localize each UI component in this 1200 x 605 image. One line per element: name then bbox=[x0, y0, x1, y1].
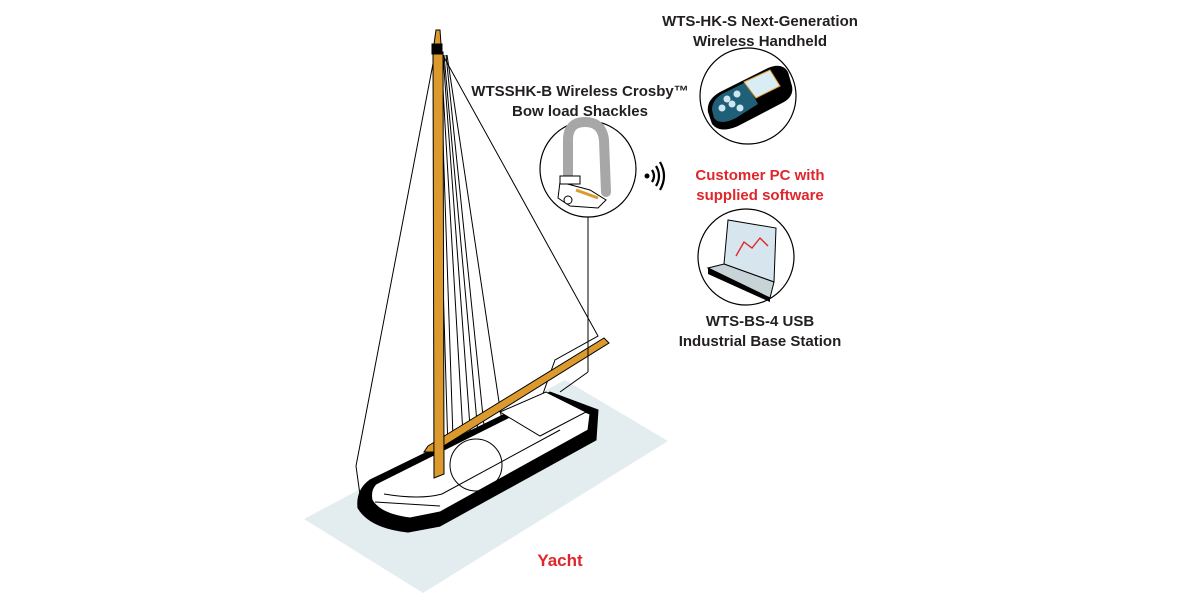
wireless-handheld-icon bbox=[699, 47, 797, 145]
rigging-line bbox=[442, 54, 475, 483]
handheld-label-line1: WTS-HK-S Next-Generation bbox=[662, 13, 858, 30]
rigging-line bbox=[446, 54, 509, 463]
rigging-line bbox=[445, 54, 490, 476]
bow-rail bbox=[374, 501, 441, 507]
base-station-label-line2: Industrial Base Station bbox=[678, 333, 842, 350]
bow-shackle-icon bbox=[539, 116, 637, 218]
sailing-yacht-illustration bbox=[355, 29, 610, 533]
base-station-label: WTS-BS-4 USB Industrial Base Station bbox=[650, 312, 870, 352]
customer-pc-label-line1: Customer PC with bbox=[695, 167, 825, 184]
yacht-label: Yacht bbox=[537, 551, 583, 570]
hull-circle bbox=[449, 438, 503, 492]
mast bbox=[432, 51, 445, 479]
wireless-signal-icon bbox=[644, 161, 666, 191]
shackle-label-line1: WTSSHK-B Wireless Crosby™ bbox=[471, 83, 689, 100]
rigging-line bbox=[440, 54, 467, 487]
shackle-label: WTSSHK-B Wireless Crosby™ Bow load Shack… bbox=[460, 82, 700, 122]
shackle-label-line2: Bow load Shackles bbox=[512, 103, 648, 120]
masthead bbox=[431, 43, 443, 55]
laptop-base-station-icon bbox=[697, 208, 795, 306]
keel-line bbox=[359, 507, 441, 533]
boom bbox=[423, 337, 610, 453]
cockpit bbox=[498, 391, 588, 437]
mast-top bbox=[433, 29, 442, 45]
callout-line bbox=[559, 371, 589, 393]
rigging-line bbox=[443, 54, 483, 479]
handheld-label-line2: Wireless Handheld bbox=[692, 33, 828, 50]
deck-line bbox=[383, 429, 561, 498]
base-station-label-line1: WTS-BS-4 USB bbox=[705, 313, 815, 330]
handheld-label: WTS-HK-S Next-Generation Wireless Handhe… bbox=[640, 12, 880, 52]
customer-pc-label: Customer PC with supplied software bbox=[660, 166, 860, 206]
customer-pc-label-line2: supplied software bbox=[696, 187, 824, 204]
